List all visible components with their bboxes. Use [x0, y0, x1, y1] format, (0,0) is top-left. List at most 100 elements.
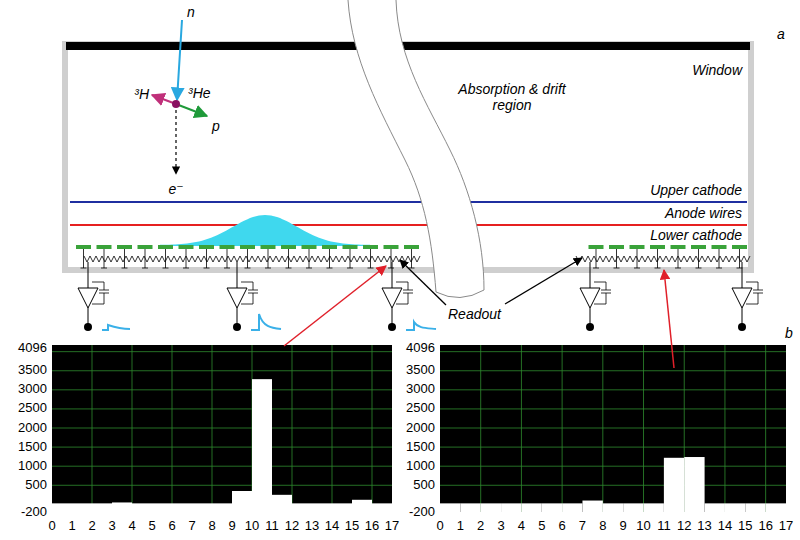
channel-bar [192, 503, 212, 512]
particle-label: e⁻ [168, 181, 183, 197]
axis-tick-label: 1000 [18, 459, 47, 474]
channel-bar [72, 503, 92, 512]
strip-tap [227, 249, 228, 268]
preamplifier [580, 262, 611, 331]
tap-capacitor [593, 268, 599, 269]
channel-bar [52, 503, 72, 512]
channel-bar [725, 503, 745, 512]
histogram-panel [440, 345, 786, 512]
preamplifier [732, 262, 763, 331]
strip-tap [637, 249, 638, 268]
channel-bar [352, 500, 372, 512]
strip-tap [719, 249, 720, 268]
axis-tick-label: 500 [25, 478, 47, 493]
tap-capacitor [101, 268, 107, 269]
axis-tick-label: -200 [409, 505, 435, 520]
axis-tick-label: 1 [68, 519, 75, 534]
strip-tap [739, 249, 740, 268]
axis-tick-label: 12 [677, 519, 691, 534]
tap-capacitor [696, 268, 702, 269]
channel-bar [623, 503, 643, 512]
window-bar [66, 42, 750, 50]
cathode-strip [138, 245, 153, 249]
tap-capacitor [347, 268, 353, 269]
cathode-strip [650, 245, 665, 249]
axis-tick-label: 5 [538, 519, 545, 534]
axis-tick-label: 14 [325, 519, 339, 534]
axis-tick-label: 4096 [406, 341, 435, 356]
tap-capacitor [655, 268, 661, 269]
axis-tick-label: 0 [436, 519, 443, 534]
axis-tick-label: 5 [148, 519, 155, 534]
axis-tick-label: 1500 [406, 440, 435, 455]
readout-pointer [505, 258, 582, 304]
strip-tap [145, 249, 146, 268]
strip-tap [268, 249, 269, 268]
particle-label: ³H [134, 86, 149, 102]
particle-label: p [212, 118, 220, 134]
region-label: Absorption & drift region [457, 81, 567, 113]
tap-capacitor [81, 268, 87, 269]
channel-bar [272, 495, 292, 512]
cathode-strip [76, 245, 91, 249]
axis-tick-label: 11 [265, 519, 279, 534]
strip-tap [616, 249, 617, 268]
strip-tap [391, 249, 392, 268]
channel-bar [603, 503, 623, 512]
strip-tap [411, 249, 412, 268]
axis-tick-label: 17 [385, 519, 399, 534]
cathode-strip [281, 245, 296, 249]
channel-bar [562, 503, 582, 512]
channel-bar [684, 457, 704, 512]
tap-capacitor [388, 268, 394, 269]
tap-capacitor [306, 268, 312, 269]
axis-tick-label: 2000 [18, 421, 47, 436]
axis-tick-label: 16 [758, 519, 772, 534]
axis-tick-label: 7 [579, 519, 586, 534]
particle-label: n [187, 4, 195, 20]
channel-bar [252, 379, 272, 512]
axis-tick-label: 14 [718, 519, 732, 534]
cathode-strip [97, 245, 112, 249]
axis-tick-label: 2000 [406, 421, 435, 436]
tap-capacitor [183, 268, 189, 269]
axis-tick-label: 15 [738, 519, 752, 534]
cathode-strip [158, 245, 173, 249]
axis-tick-label: 3000 [18, 382, 47, 397]
cathode-strip [117, 245, 132, 249]
channel-bar [232, 491, 252, 512]
axis-tick-label: 13 [305, 519, 319, 534]
axis-tick-label: 9 [228, 519, 235, 534]
tap-capacitor [163, 268, 169, 269]
cut-edge [396, 0, 484, 290]
strip-tap [596, 249, 597, 268]
channel-bar [542, 503, 562, 512]
strip-tap [309, 249, 310, 268]
cathode-strip [589, 245, 604, 249]
cathode-strip [630, 245, 645, 249]
axis-tick-label: 2 [477, 519, 484, 534]
reaction-point [172, 100, 180, 108]
cathode-strip [363, 245, 378, 249]
tap-capacitor [142, 268, 148, 269]
tap-capacitor [675, 268, 681, 269]
strip-tap [288, 249, 289, 268]
channel-bar [664, 458, 684, 512]
cathode-strip [671, 245, 686, 249]
cathode-strip [302, 245, 317, 249]
strip-tap [124, 249, 125, 268]
preamplifier [227, 262, 281, 331]
cathode-strip [691, 245, 706, 249]
strip-tap [104, 249, 105, 268]
tap-capacitor [614, 268, 620, 269]
resistor-chain [84, 256, 420, 262]
channel-bar [312, 503, 332, 512]
tap-capacitor [286, 268, 292, 269]
axis-tick-label: 0 [48, 519, 55, 534]
axis-tick-label: 3 [108, 519, 115, 534]
channel-bar [460, 503, 480, 512]
axis-tick-label: 8 [208, 519, 215, 534]
electrode-label: Upper cathode [650, 182, 742, 198]
axis-tick-label: 10 [636, 519, 650, 534]
axis-tick-label: 3000 [406, 382, 435, 397]
